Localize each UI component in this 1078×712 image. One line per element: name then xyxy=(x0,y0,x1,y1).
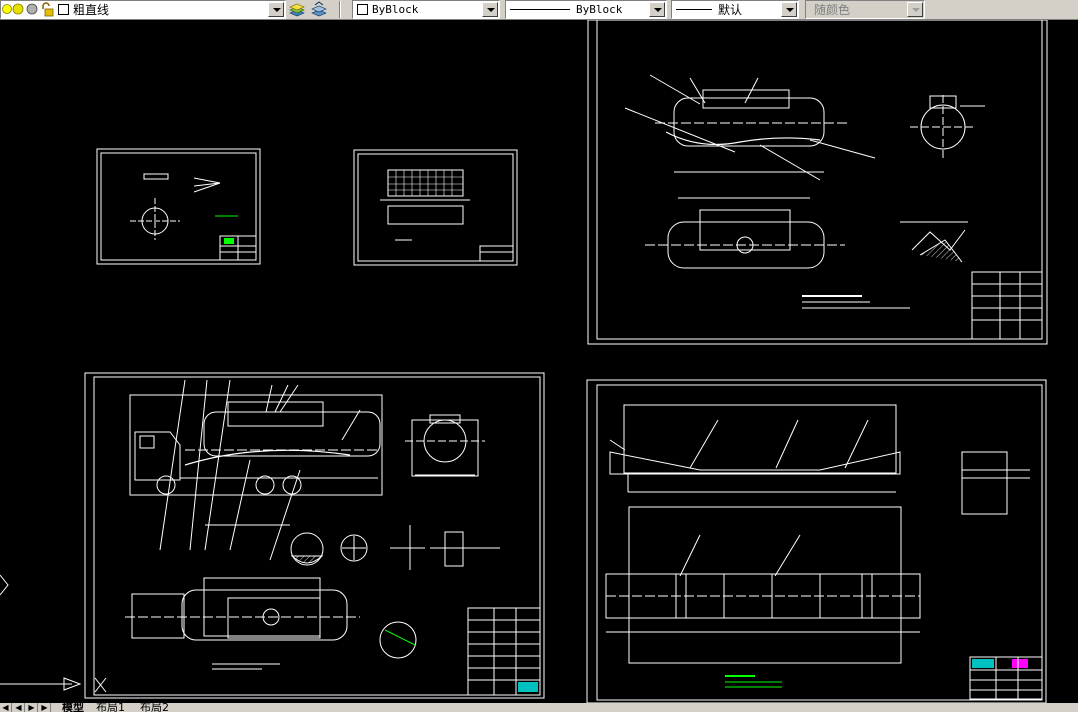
layer-dropdown-arrow[interactable] xyxy=(268,2,284,17)
freeze-sun-icon xyxy=(12,3,24,15)
lineweight-control-dropdown[interactable]: 默认 xyxy=(671,0,799,19)
color-control-dropdown[interactable]: ByBlock xyxy=(352,0,500,19)
color-swatch xyxy=(357,4,368,15)
tab-last-button[interactable]: ▶ xyxy=(39,703,51,712)
tab-first-button[interactable]: ◀ xyxy=(0,703,12,712)
plotstyle-control-dropdown[interactable]: 随颜色 xyxy=(805,0,925,19)
drawing-sheet-chassis-frame xyxy=(586,379,1047,703)
tab-layout1[interactable]: 布局1 xyxy=(96,703,125,712)
plotstyle-value-text: 随颜色 xyxy=(814,3,851,17)
tab-prev-button[interactable]: ◀ xyxy=(13,703,25,712)
layer-control-dropdown[interactable]: 粗直线 xyxy=(0,0,286,19)
sun-freeze-viewport-icon xyxy=(26,3,38,15)
toolbar-separator xyxy=(339,1,341,18)
color-value-text: ByBlock xyxy=(372,3,419,16)
lineweight-value-text: 默认 xyxy=(718,3,743,17)
linetype-sample xyxy=(510,9,570,10)
linetype-dropdown-arrow[interactable] xyxy=(649,2,665,17)
lineweight-dropdown-arrow[interactable] xyxy=(781,2,797,17)
lineweight-sample xyxy=(676,9,712,10)
layer-manager-icon[interactable] xyxy=(288,1,306,18)
layout-tab-bar: ◀ ◀ ▶ ▶ 模型 布局1 布局2 xyxy=(0,703,1078,712)
color-dropdown-arrow[interactable] xyxy=(482,2,498,17)
lightbulb-icon xyxy=(2,4,12,14)
linetype-value-text: ByBlock xyxy=(576,3,623,16)
layer-previous-icon[interactable] xyxy=(310,1,328,18)
drawing-sheet-small-1 xyxy=(96,148,261,265)
tab-layout2[interactable]: 布局2 xyxy=(140,703,169,712)
ucs-icon xyxy=(0,574,107,693)
model-space-drawing xyxy=(0,20,1048,703)
tab-model[interactable]: 模型 xyxy=(62,703,84,712)
drawing-sheet-small-2 xyxy=(353,149,518,266)
linetype-control-dropdown[interactable]: ByBlock xyxy=(505,0,667,19)
drawing-area[interactable] xyxy=(0,20,1078,703)
tab-next-button[interactable]: ▶ xyxy=(26,703,38,712)
lock-icon xyxy=(42,2,54,17)
drawing-sheet-truck-assembly xyxy=(84,372,545,699)
plotstyle-dropdown-arrow[interactable] xyxy=(907,2,923,17)
layer-name-text: 粗直线 xyxy=(73,3,110,17)
drawing-sheet-tank-detail xyxy=(587,20,1048,345)
properties-toolbar: 粗直线 ByBlock ByBlock 默认 随颜色 xyxy=(0,0,1078,20)
layer-color-swatch xyxy=(58,4,69,15)
